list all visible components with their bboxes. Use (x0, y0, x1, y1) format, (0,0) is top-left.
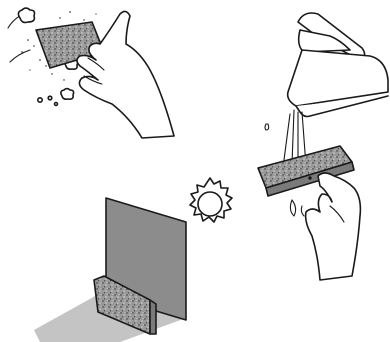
scrubbing-panel (8, 8, 174, 138)
drying-panel (34, 178, 232, 342)
sun-icon (190, 178, 232, 222)
motion-line-icon (10, 50, 30, 62)
rinsing-hand-icon (306, 173, 361, 280)
faucet-icon (288, 13, 388, 117)
rinsing-panel (258, 13, 388, 280)
